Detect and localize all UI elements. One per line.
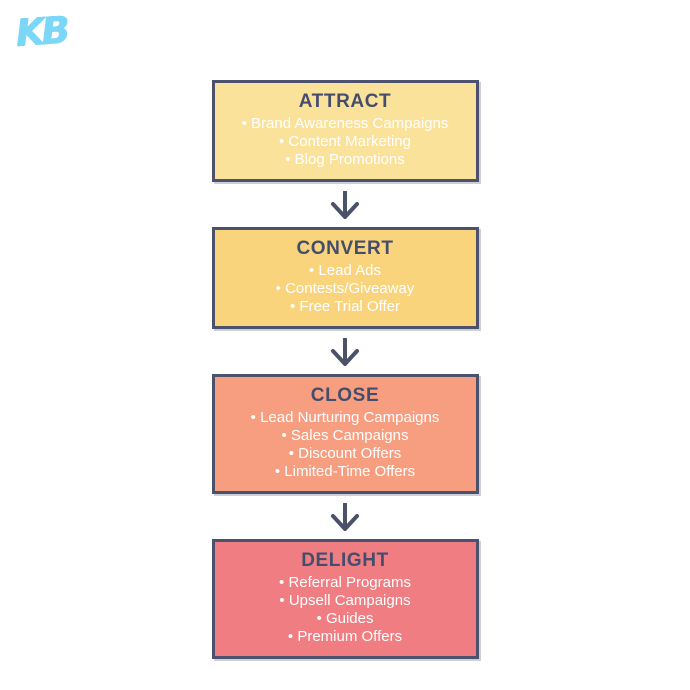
stage-item: Referral Programs xyxy=(223,574,468,592)
stage-item: Discount Offers xyxy=(223,445,468,463)
funnel-stack: ATTRACT Brand Awareness CampaignsContent … xyxy=(211,80,479,659)
stage-item: Limited-Time Offers xyxy=(223,463,468,481)
stage-items-attract: Brand Awareness CampaignsContent Marketi… xyxy=(223,115,468,169)
stage-item: Upsell Campaigns xyxy=(223,592,468,610)
stage-items-convert: Lead AdsContests/GiveawayFree Trial Offe… xyxy=(223,262,468,316)
stage-item: Content Marketing xyxy=(223,133,468,151)
stage-item: Sales Campaigns xyxy=(223,427,468,445)
stage-box-convert: CONVERT Lead AdsContests/GiveawayFree Tri… xyxy=(211,227,479,329)
stage-title-attract: ATTRACT xyxy=(298,91,392,112)
stage-item: Premium Offers xyxy=(223,628,468,646)
down-arrow-icon xyxy=(212,182,479,227)
stage-item: Guides xyxy=(223,610,468,628)
stage-item: Free Trial Offer xyxy=(223,298,468,316)
stage-item: Lead Ads xyxy=(223,262,468,280)
stage-items-delight: Referral ProgramsUpsell CampaignsGuidesP… xyxy=(223,574,468,646)
stage-item: Brand Awareness Campaigns xyxy=(223,115,468,133)
stage-title-convert: CONVERT xyxy=(296,238,394,259)
down-arrow-icon xyxy=(212,494,479,539)
stage-title-close: CLOSE xyxy=(310,385,380,406)
stage-box-delight: DELIGHT Referral ProgramsUpsell Campaigns… xyxy=(211,539,479,659)
stage-item: Blog Promotions xyxy=(223,151,468,169)
kb-logo: KB xyxy=(14,8,69,55)
stage-box-close: CLOSE Lead Nurturing CampaignsSales Campa… xyxy=(211,374,479,494)
stage-item: Lead Nurturing Campaigns xyxy=(223,409,468,427)
stage-title-delight: DELIGHT xyxy=(301,550,389,571)
stage-item: Contests/Giveaway xyxy=(223,280,468,298)
stage-box-attract: ATTRACT Brand Awareness CampaignsContent … xyxy=(211,80,479,182)
stage-items-close: Lead Nurturing CampaignsSales CampaignsD… xyxy=(223,409,468,481)
down-arrow-icon xyxy=(212,329,479,374)
